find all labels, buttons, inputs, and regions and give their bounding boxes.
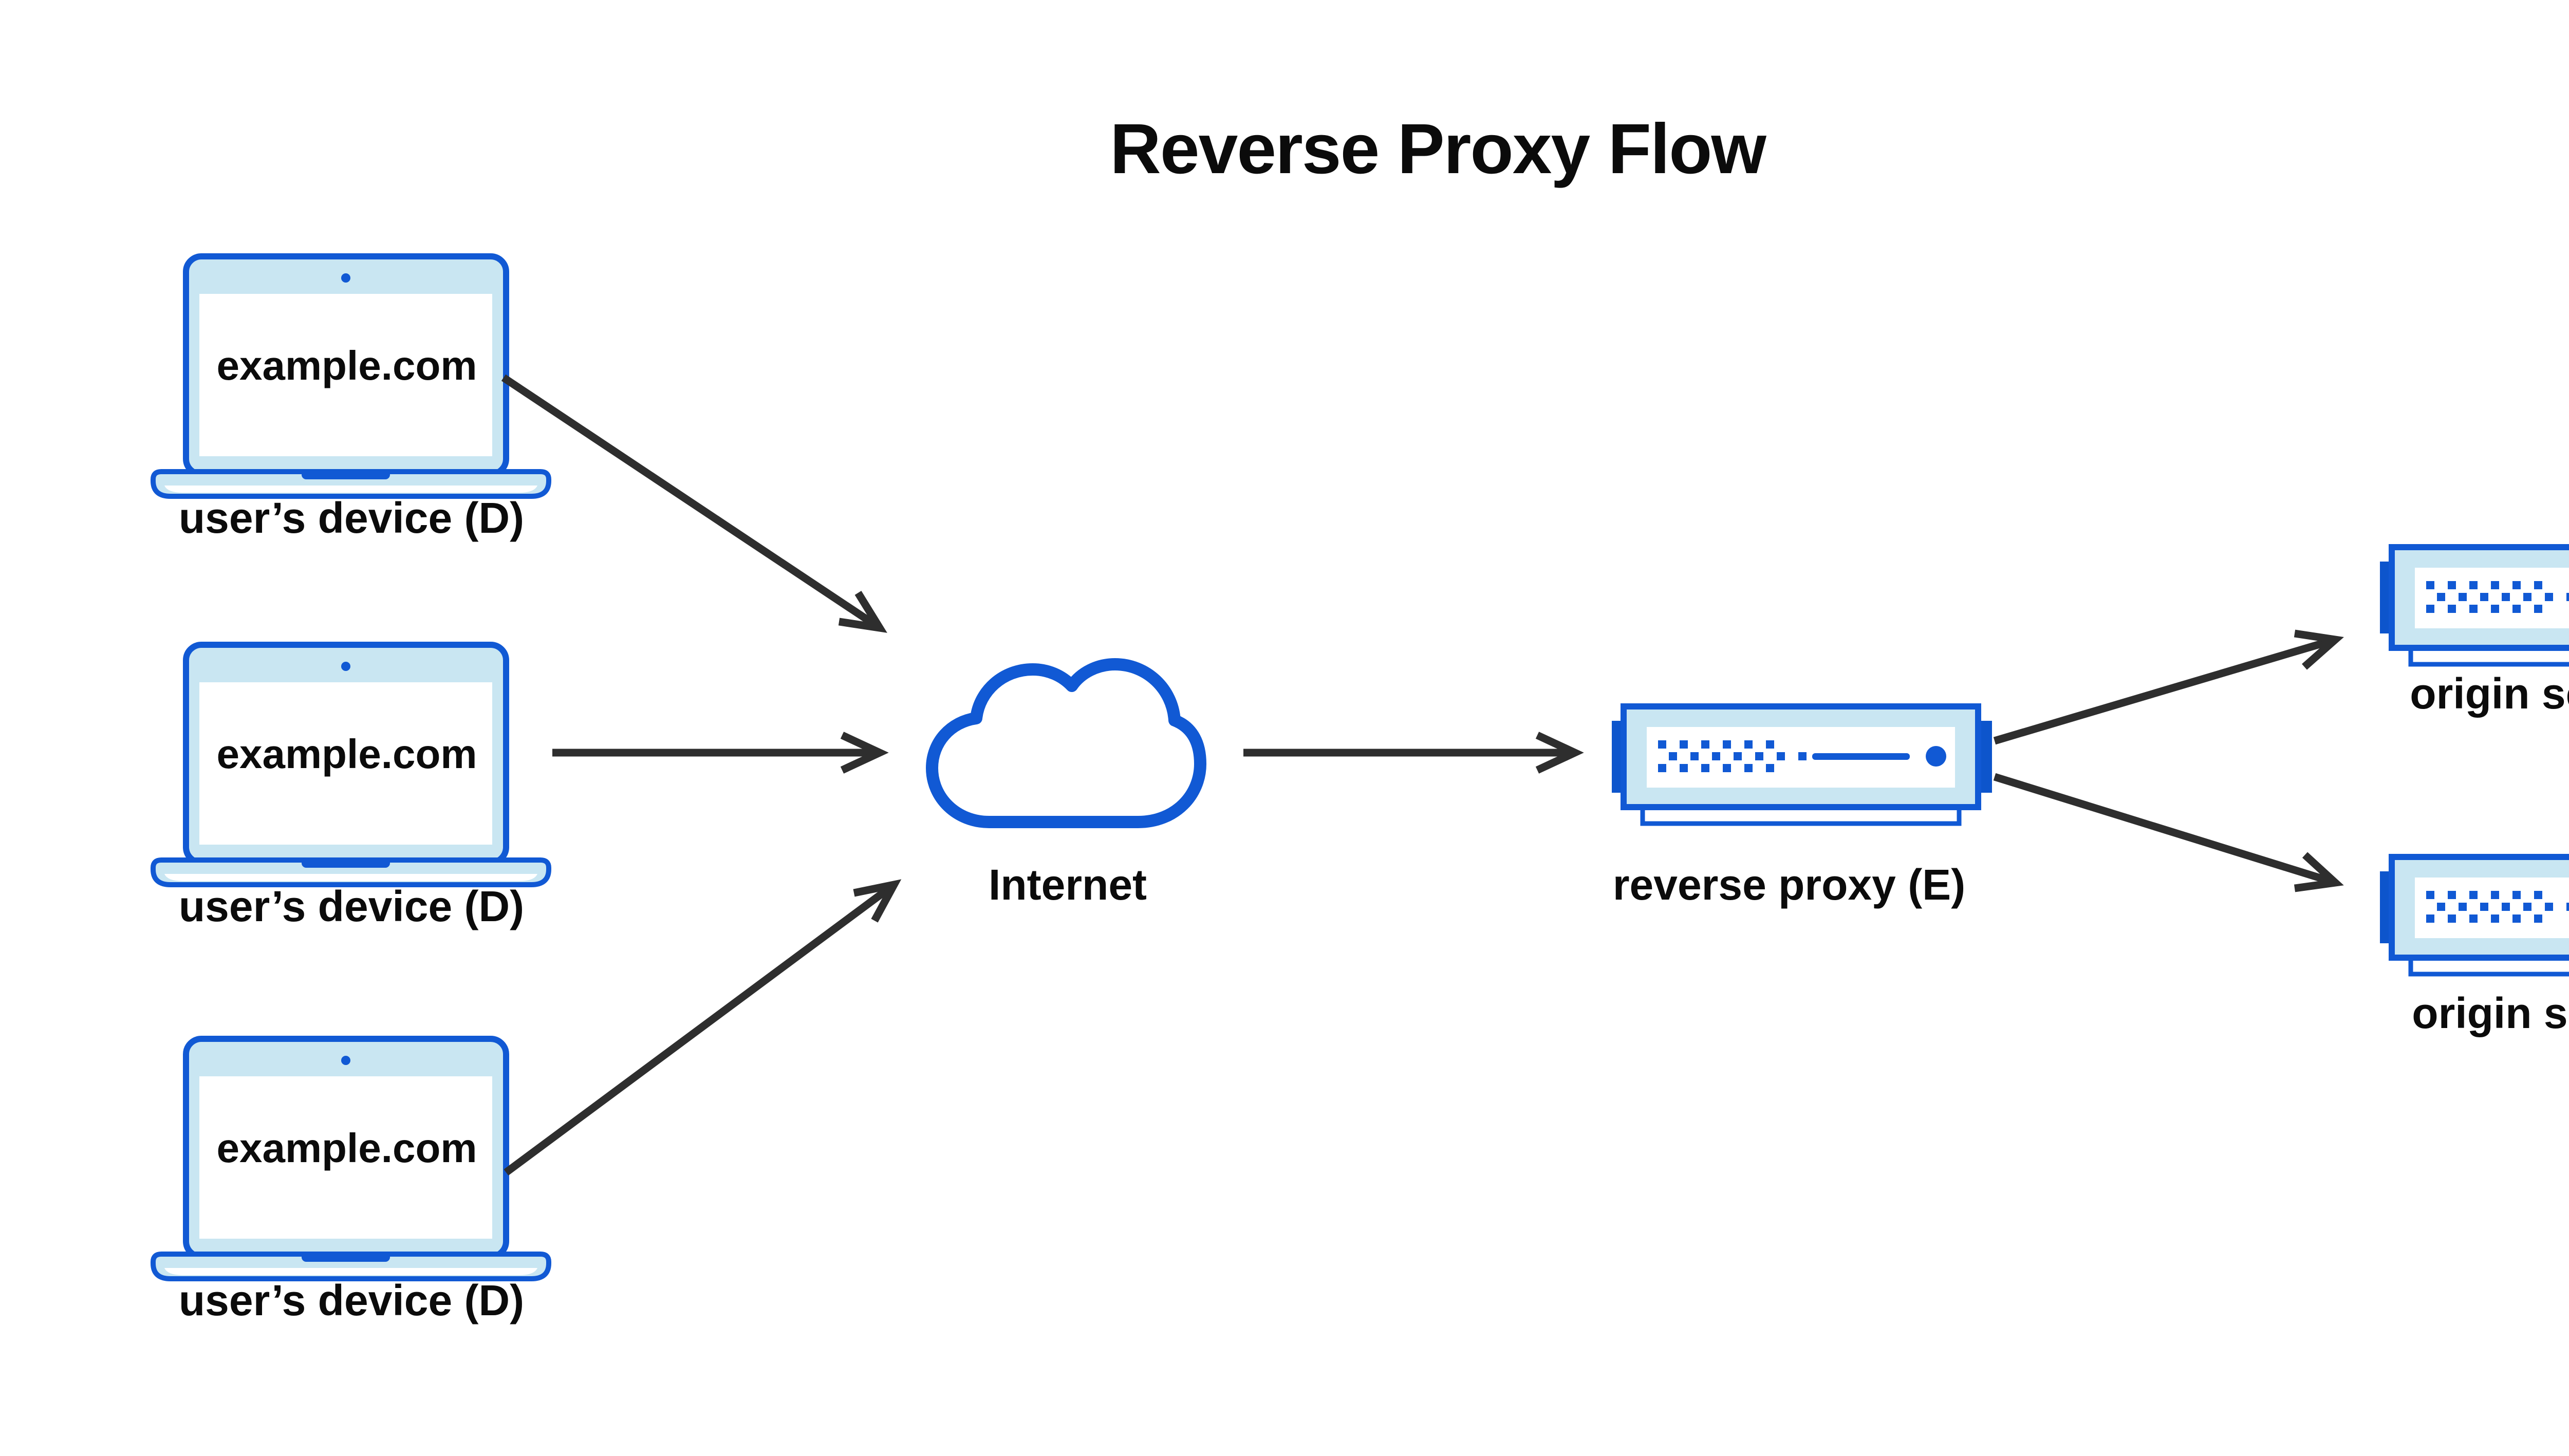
server-icon (1612, 706, 1992, 824)
internet-label: Internet (988, 861, 1147, 909)
device-caption: user’s device (D) (178, 1276, 525, 1324)
cloud-icon (926, 658, 1206, 828)
reverse-proxy-label: reverse proxy (E) (1612, 861, 1966, 909)
arrow-device3-to-internet (504, 879, 902, 1176)
origin-server-label: origin server (F) (2410, 669, 2569, 718)
device-screen-url: example.com (216, 731, 477, 777)
device-screen-url: example.com (216, 343, 477, 388)
arrow-internet-to-proxy (1243, 732, 1584, 774)
server-icon (2380, 857, 2569, 974)
device-screen-url: example.com (216, 1125, 477, 1171)
arrow-proxy-to-origin2 (1993, 773, 2344, 892)
arrow-device1-to-internet (501, 374, 887, 633)
server-icon (2380, 547, 2569, 664)
arrow-device2-to-internet (552, 732, 889, 774)
diagram-title: Reverse Proxy Flow (1110, 109, 1766, 189)
arrow-proxy-to-origin1 (1993, 629, 2344, 745)
device-caption: user’s device (D) (178, 494, 525, 542)
flow-arrows (501, 374, 2344, 1176)
device-caption: user’s device (D) (178, 882, 525, 930)
origin-server-label: origin server (F) (2412, 989, 2569, 1037)
